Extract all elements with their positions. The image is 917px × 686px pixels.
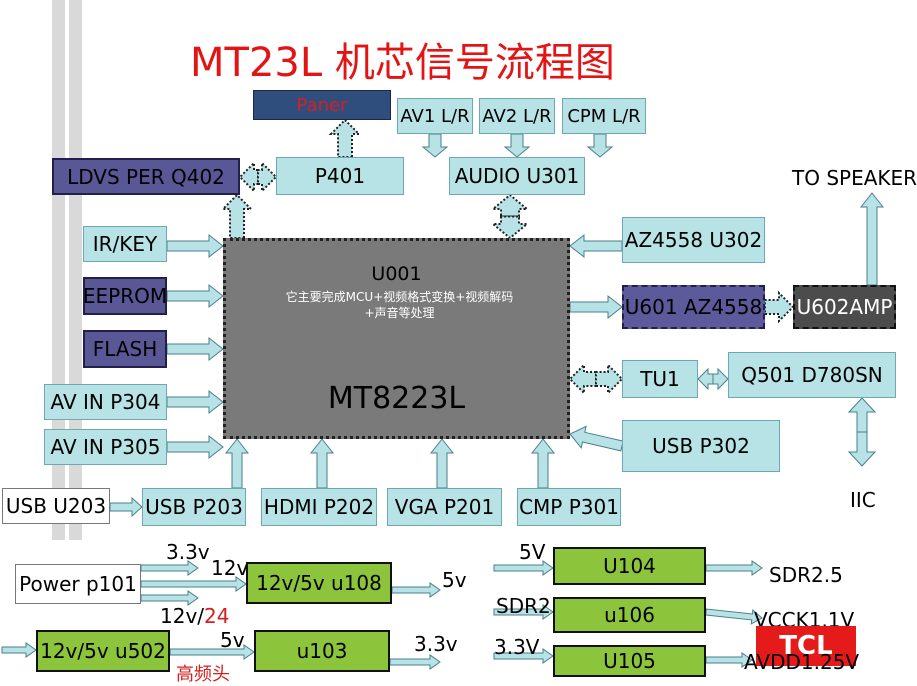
usb-p203-arrow (224, 438, 250, 489)
voltage-label: 12v (211, 556, 249, 580)
av-in-p304-arrow (166, 389, 224, 415)
3v3-to-u105-arrow (493, 648, 554, 664)
ldvs-p401-arrow (238, 160, 259, 194)
vga-arrow (429, 438, 455, 489)
u105-avdd-arrow (705, 652, 753, 668)
paner-block: Paner (253, 90, 391, 120)
u108-block: 12v/5v u108 (246, 562, 392, 604)
main-chip-mt8223l: U001 它主要完成MCU+视频格式变换+视频解码 +声音等处理 MT8223L (223, 238, 570, 439)
voltage-label: 3.3v (166, 540, 210, 564)
tuner-label: 高频头 (176, 664, 230, 685)
5v-to-u104-arrow (493, 560, 554, 576)
av2-to-audio-arrow (503, 133, 531, 158)
u106-block: u106 (553, 597, 706, 633)
hdmi-arrow (309, 438, 335, 489)
cpm-to-audio-arrow (586, 133, 614, 158)
u502-in-arrow (1, 642, 37, 658)
u601-to-u602-arrow (764, 290, 795, 324)
av-in-p305-arrow (166, 434, 224, 460)
av-in-p305-block: AV IN P305 (44, 429, 167, 465)
u601-block: U601 AZ4558 (622, 285, 765, 329)
chip-description-line: +声音等处理 (364, 306, 435, 320)
tcl-logo: TCL (756, 626, 856, 666)
cmp-block: CMP P301 (517, 488, 621, 526)
tu1-q501-arrow (712, 367, 729, 391)
voltage-label: 5v (220, 628, 245, 652)
voltage-label: SDR2.5 (769, 563, 843, 587)
av1-to-audio-arrow (421, 133, 449, 158)
u108-5v-arrow (391, 582, 441, 598)
chip-tu1-arrow (568, 362, 597, 396)
az4558-u302-block: AZ4558 U302 (622, 217, 765, 263)
cmp-arrow (530, 438, 556, 489)
ldvs-block: LDVS PER Q402 (52, 158, 240, 195)
av2-block: AV2 L/R (479, 98, 555, 134)
audio-chip-arrow (490, 215, 530, 240)
chip-tu1-arrow (595, 362, 624, 396)
voltage-label: AVDD1.25V (744, 650, 860, 674)
tu1-q501-arrow (697, 367, 714, 391)
eeprom-block: EEPROM (83, 277, 167, 315)
u502-block: 12v/5v u502 (36, 630, 170, 672)
voltage-label-part: 12v/ (160, 604, 205, 628)
u602-amp-block: U602AMP (793, 285, 896, 329)
power-p101-block: Power p101 (15, 564, 141, 604)
q501-iic-arrow (847, 397, 877, 433)
eeprom-arrow (166, 283, 224, 309)
ir-key-block: IR/KEY (83, 226, 167, 262)
az4558-arrow (569, 233, 623, 259)
usb-p203-block: USB P203 (142, 488, 246, 526)
usb-u203-block: USB U203 (2, 488, 110, 524)
page-title: MT23L 机芯信号流程图 (190, 40, 615, 86)
power-12v-arrow (140, 576, 247, 592)
q501-block: Q501 D780SN (728, 352, 896, 398)
voltage-label: 3.3V (494, 635, 540, 659)
u103-3v3-arrow (389, 654, 441, 670)
voltage-label: 3.3v (414, 632, 458, 656)
iic-label: IIC (850, 488, 876, 512)
p401-block: P401 (276, 157, 404, 195)
av-in-p304-block: AV IN P304 (44, 384, 167, 420)
u103-block: u103 (254, 630, 390, 672)
audio-chip-arrow (490, 193, 530, 218)
u106-vcck-arrow (705, 608, 763, 625)
ir-key-arrow (166, 233, 224, 259)
q501-iic-arrow (847, 431, 877, 467)
u104-sdr-arrow (705, 560, 763, 576)
vga-block: VGA P201 (387, 488, 502, 526)
u105-block: U105 (553, 645, 706, 677)
power-12v-24-arrow (140, 590, 199, 606)
chip-name: MT8223L (327, 381, 466, 416)
chip-description: 它主要完成MCU+视频格式变换+视频解码 +声音等处理 (246, 289, 553, 321)
usb-p302-arrow (569, 425, 624, 452)
voltage-label: 5V (519, 540, 546, 564)
power-3v3-arrow (140, 560, 199, 576)
usb-u203-arrow (109, 496, 143, 518)
to-speaker-label: TO SPEAKER (792, 166, 917, 190)
voltage-label: 12v/24 (160, 604, 229, 628)
chip-to-ldvs-arrow (220, 193, 254, 239)
hdmi-block: HDMI P202 (261, 488, 377, 526)
av1-block: AV1 L/R (397, 98, 473, 134)
signal-arrows (1, 118, 885, 670)
u104-block: U104 (553, 547, 706, 585)
u602-to-speaker-arrow (859, 192, 885, 286)
audio-block: AUDIO U301 (449, 157, 585, 195)
tu1-block: TU1 (622, 360, 698, 398)
cpm-block: CPM L/R (562, 98, 646, 134)
voltage-label: 5v (442, 568, 467, 592)
chip-description-line: 它主要完成MCU+视频格式变换+视频解码 (285, 290, 514, 304)
flash-arrow (166, 336, 224, 362)
usb-p302-block: USB P302 (622, 420, 780, 472)
p401-to-paner-arrow (328, 118, 362, 158)
ldvs-p401-arrow (257, 160, 278, 194)
chip-to-u601-arrow (569, 294, 623, 320)
flash-block: FLASH (83, 330, 167, 368)
u502-to-u103-arrow (169, 644, 255, 660)
voltage-label-part: 24 (204, 604, 230, 628)
sdr-to-u106-arrow (493, 604, 554, 620)
chip-id: U001 (371, 263, 422, 285)
